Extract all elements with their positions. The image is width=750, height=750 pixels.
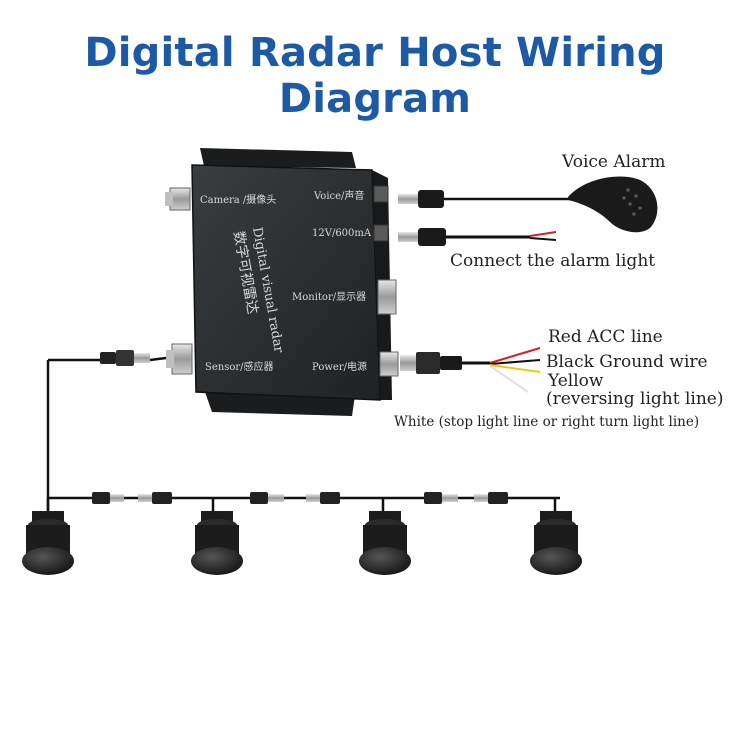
bus-connector bbox=[138, 492, 172, 504]
power-port bbox=[379, 351, 399, 377]
power-harness bbox=[400, 347, 541, 393]
power-jack-12v bbox=[373, 224, 389, 242]
port-label-12v: 12V/600mA bbox=[312, 228, 372, 239]
alarm-light-cable bbox=[398, 228, 557, 246]
label-black-ground: Black Ground wire bbox=[546, 352, 708, 372]
port-label-power: Power/电源 bbox=[312, 360, 367, 373]
bus-connector bbox=[250, 492, 284, 504]
sensor-cable-connector bbox=[100, 350, 167, 366]
label-red-acc: Red ACC line bbox=[548, 327, 663, 347]
port-label-camera: Camera /摄像头 bbox=[200, 193, 276, 206]
label-alarm-light: Connect the alarm light bbox=[450, 251, 655, 271]
parking-sensor-icon bbox=[22, 511, 74, 575]
parking-sensor-icon bbox=[530, 511, 582, 575]
voice-jack bbox=[373, 185, 389, 203]
page-title: Digital Radar Host Wiring Diagram bbox=[84, 30, 666, 122]
port-label-voice: Voice/声音 bbox=[313, 189, 364, 202]
bus-connector bbox=[92, 492, 124, 504]
voice-alarm-cable bbox=[398, 190, 570, 208]
label-yellow: Yellow bbox=[547, 371, 604, 391]
radar-host-box: Camera /摄像头 Voice/声音 12V/600mA Monitor/显… bbox=[165, 148, 399, 416]
sensor-port bbox=[166, 343, 193, 375]
port-label-sensor: Sensor/感应器 bbox=[205, 360, 274, 373]
bus-connector bbox=[306, 492, 340, 504]
label-white-wire: White (stop light line or right turn lig… bbox=[394, 414, 699, 430]
bus-connector bbox=[424, 492, 458, 504]
label-voice-alarm: Voice Alarm bbox=[561, 152, 665, 172]
bus-connector bbox=[474, 492, 508, 504]
port-label-monitor: Monitor/显示器 bbox=[292, 291, 366, 303]
camera-port bbox=[165, 187, 191, 211]
parking-sensor-icon bbox=[359, 511, 411, 575]
monitor-port bbox=[377, 279, 397, 315]
parking-sensor-icon bbox=[191, 511, 243, 575]
voice-alarm-speaker-icon bbox=[568, 176, 658, 233]
label-reversing: (reversing light line) bbox=[546, 389, 723, 409]
